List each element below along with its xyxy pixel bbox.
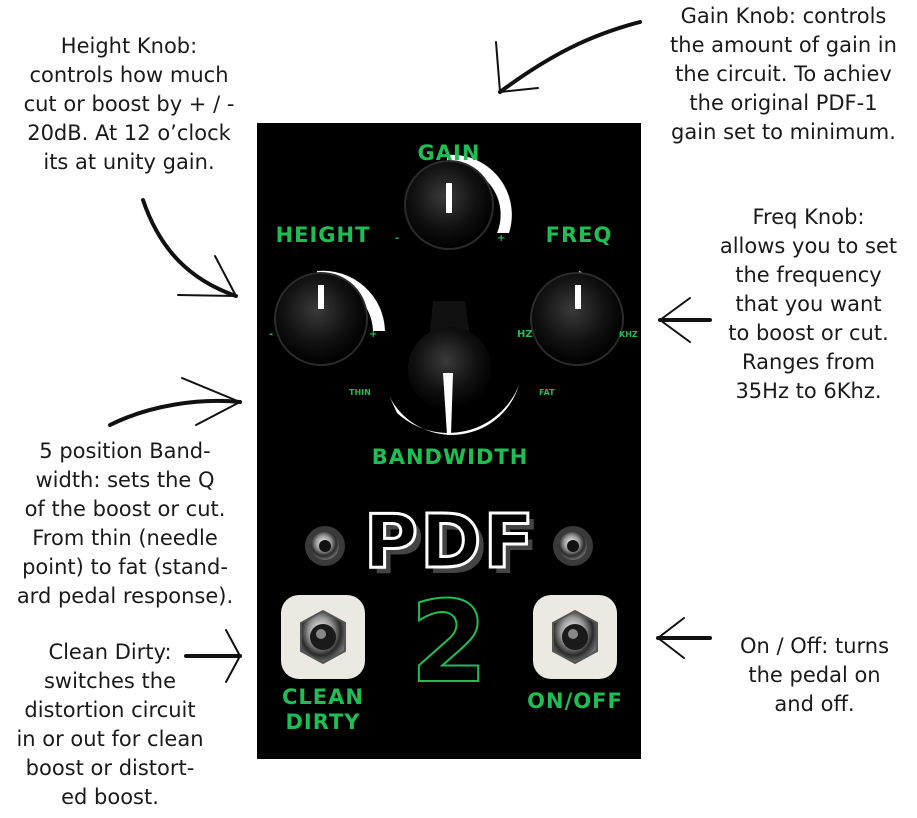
freq-hz-label: HZ [517, 329, 533, 340]
annotation-line: Clean Dirty: [48, 640, 172, 664]
on-off-label: ON/OFF [527, 689, 623, 713]
freq-arrow [658, 297, 712, 343]
annotation-line: and off. [774, 692, 855, 716]
gain-plus-label: + [497, 233, 506, 244]
height-knob[interactable] [274, 270, 385, 366]
pedal-enclosure: PDF 2 GAIN HEIGHT FREQ BANDWIDTH - + - +… [257, 123, 641, 759]
pedal-graphics [274, 154, 624, 679]
annotation-line: the original PDF-1 [689, 91, 878, 115]
annotation-line: width: sets the Q [35, 468, 215, 492]
annotation-line: the amount of gain in [670, 33, 897, 57]
annotation-line: 5 position Band- [39, 439, 211, 463]
clean-label: CLEAN [282, 685, 364, 709]
annotation-line: the pedal on [748, 663, 881, 687]
annotation-line: ed boost. [61, 785, 159, 809]
annotation-line: Gain Knob: controls [680, 4, 887, 28]
height-knob-annotation: Height Knob: controls how much cut or bo… [0, 32, 258, 177]
gain-label: GAIN [417, 141, 481, 165]
bandwidth-label: BANDWIDTH [371, 445, 529, 469]
clean-dirty-annotation: Clean Dirty: switches the distortion cir… [0, 638, 220, 812]
height-plus-label: + [369, 329, 378, 340]
logo-number: 2 [409, 578, 489, 708]
freq-label: FREQ [545, 223, 613, 247]
bandwidth-pointer [443, 373, 453, 435]
height-label: HEIGHT [275, 223, 371, 247]
on-off-footswitch[interactable] [533, 595, 617, 679]
annotation-line: switches the [43, 669, 177, 693]
annotation-line: ard pedal response). [16, 584, 234, 608]
gain-knob-indicator [446, 183, 452, 213]
annotation-line: From thin (needle [32, 526, 218, 550]
gain-knob-annotation: Gain Knob: controls the amount of gain i… [650, 2, 917, 147]
annotation-line: that you want [735, 292, 882, 316]
annotation-line: On / Off: turns [739, 634, 890, 658]
annotation-line: allows you to set [719, 234, 898, 258]
annotation-line: to boost or cut. [728, 321, 889, 345]
on-off-arrow [656, 617, 712, 659]
freq-khz-label: KHZ [619, 330, 638, 339]
gain-minus-label: - [395, 233, 400, 244]
clean-dirty-label: CLEAN DIRTY [271, 685, 375, 735]
height-arrow [141, 198, 238, 298]
on-off-annotation: On / Off: turns the pedal on and off. [712, 632, 917, 719]
annotation-line: distortion circuit [24, 698, 196, 722]
annotation-line: its at unity gain. [43, 150, 215, 174]
annotation-line: 35Hz to 6Khz. [735, 379, 882, 403]
annotation-line: boost or distort- [25, 756, 195, 780]
freq-knob-indicator [575, 285, 581, 309]
pdf-logo: PDF [362, 498, 537, 587]
annotation-line: the circuit. To achiev [675, 62, 892, 86]
annotation-line: point) to fat (stand- [22, 555, 228, 579]
gain-arrow [495, 20, 642, 94]
annotation-line: 20dB. At 12 o’clock [27, 121, 231, 145]
clean-dirty-footswitch[interactable] [281, 595, 365, 679]
gain-knob[interactable] [404, 154, 512, 250]
annotation-line: Ranges from [741, 350, 876, 374]
dirty-label: DIRTY [285, 710, 361, 734]
bandwidth-selector[interactable] [387, 301, 519, 435]
height-minus-label: - [269, 329, 274, 340]
annotation-line: of the boost or cut. [24, 497, 226, 521]
clean-dirty-arrow [184, 629, 242, 683]
annotation-line: controls how much [29, 63, 229, 87]
annotation-line: the frequency [735, 263, 882, 287]
freq-knob[interactable] [530, 271, 624, 366]
freq-knob-annotation: Freq Knob: allows you to set the frequen… [700, 203, 917, 406]
annotation-line: Freq Knob: [752, 205, 865, 229]
bandwidth-annotation: 5 position Band- width: sets the Q of th… [0, 437, 250, 611]
bandwidth-arrow [108, 377, 242, 427]
annotation-line: Height Knob: [60, 34, 198, 58]
right-led [553, 526, 593, 566]
thin-label: THIN [349, 388, 371, 397]
left-led [305, 526, 345, 566]
annotation-line: gain set to minimum. [671, 120, 896, 144]
annotation-line: in or out for clean [16, 727, 204, 751]
annotation-line: cut or boost by + / - [23, 92, 235, 116]
height-knob-indicator [318, 285, 324, 309]
fat-label: FAT [539, 388, 555, 397]
